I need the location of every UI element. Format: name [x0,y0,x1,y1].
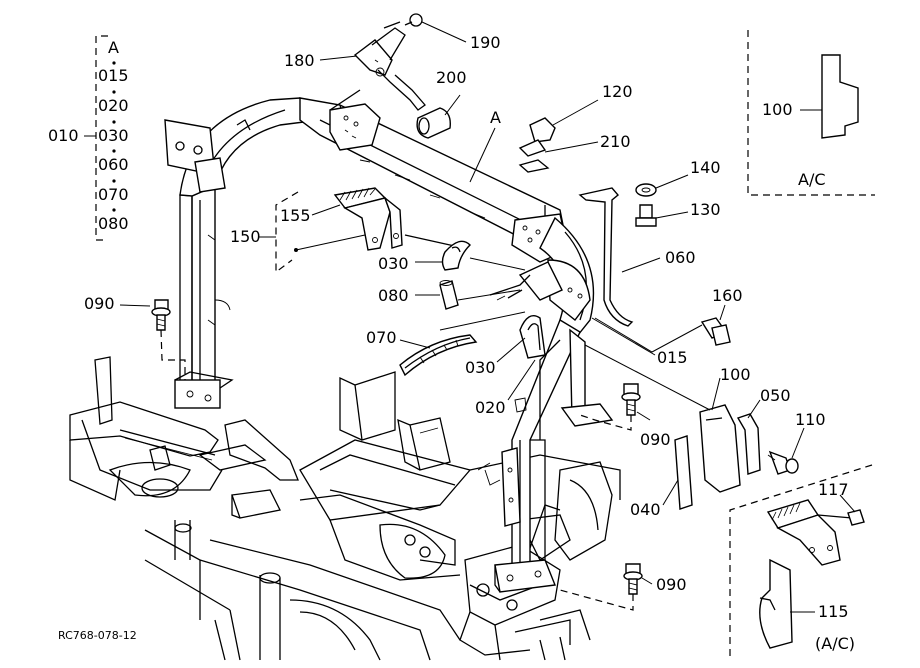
group-item: 030 [98,126,129,145]
callout-130: 130 [690,200,721,219]
group-list-dot [112,179,116,183]
callout-015: 015 [657,348,688,367]
part-bracket-150-155 [333,187,466,251]
part-bolt-090-bottom [623,563,643,595]
inset-top-ac [747,30,875,196]
callout-100: 100 [720,365,751,384]
group-list-dot [112,90,116,94]
group-title: A [108,38,119,57]
part-clip-120-210 [518,117,556,173]
part-bolt-160 [700,317,731,346]
part-pin-080 [439,280,459,310]
part-bracket-015-link [489,261,563,301]
group-list-dot [112,120,116,124]
callout-120: 120 [602,82,633,101]
callout-200: 200 [436,68,467,87]
inset-top-part: 100 [762,100,793,119]
part-clamp-030-top [441,240,471,271]
group-item: 020 [98,96,129,115]
inset-bottom-variant: (A/C) [815,634,855,653]
leader-lines [84,21,856,613]
part-strip-040 [674,435,693,510]
callout-180: 180 [284,51,315,70]
group-item: 060 [98,155,129,174]
part-lever-180-190 [329,13,426,111]
part-grip-200 [416,107,451,139]
callout-190: 190 [470,33,501,52]
part-plate-050 [736,413,761,475]
part-bolt-090-left [151,299,171,331]
callout-030-bottom: 030 [465,358,496,377]
group-item: 080 [98,214,129,233]
callout-115: 115 [818,602,849,621]
callout-090-mid: 090 [640,430,671,449]
callout-030-top: 030 [378,254,409,273]
part-bolt-110 [767,450,799,475]
part-cover-100 [699,404,741,493]
group-item: 015 [98,66,129,85]
figure-code: RC768-078-12 [58,629,137,642]
callout-150: 150 [230,227,261,246]
part-bolt-090-mid [621,383,641,416]
inset-top-variant: A/C [798,170,826,189]
callout-210: 210 [600,132,631,151]
group-ref: 010 [48,126,79,145]
part-clamp-030-bottom [519,315,546,359]
callout-050: 050 [760,386,791,405]
callout-070: 070 [366,328,397,347]
part-washer-140-bolt-130 [635,183,657,227]
part-rod-060 [578,187,634,327]
group-item: 070 [98,185,129,204]
callout-a: A [490,108,501,127]
callout-020: 020 [475,398,506,417]
callout-080: 080 [378,286,409,305]
callout-090-left: 090 [84,294,115,313]
callout-090-bottom: 090 [656,575,687,594]
callout-040: 040 [630,500,661,519]
callout-117: 117 [818,480,849,499]
callout-155: 155 [280,206,311,225]
chassis-frame [69,356,621,661]
part-hose-070 [399,334,478,377]
group-list-dot [112,208,116,212]
callout-140: 140 [690,158,721,177]
inset-bottom-ac [729,464,873,660]
callout-110: 110 [795,410,826,429]
group-list-dot [112,149,116,153]
group-list-dot [112,61,116,65]
callout-060: 060 [665,248,696,267]
rops-frame [164,97,614,593]
callout-160: 160 [712,286,743,305]
